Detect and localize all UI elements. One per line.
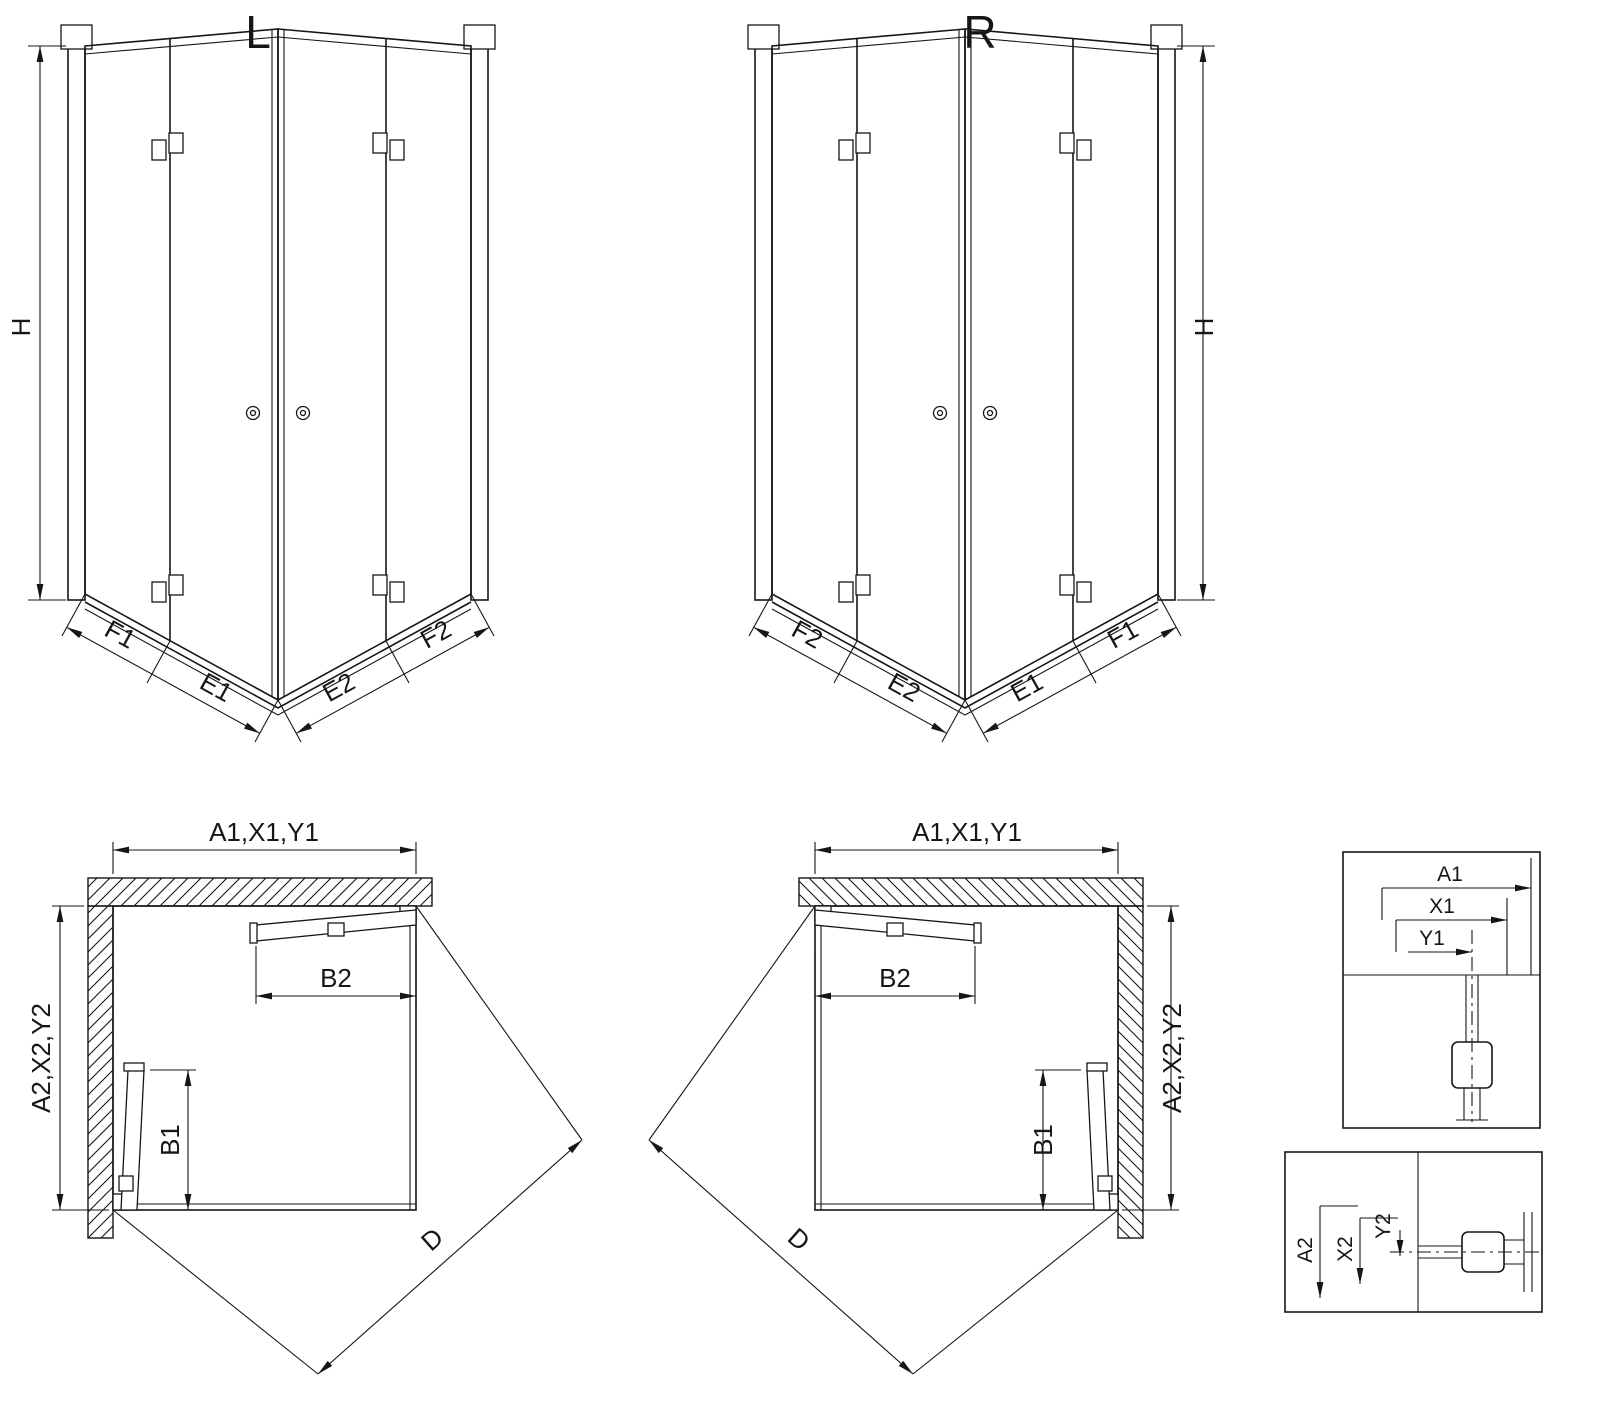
dim-label-x1-detail: X1 [1429,895,1455,918]
dim-label-a1-detail: A1 [1437,863,1463,886]
dim-label-depth-left: A2,X2,Y2 [26,1003,56,1113]
plan-view-right: A1,X1,Y1 A2,X2,Y2 B2 B1 D [649,817,1187,1374]
detail-view-horizontal: A1 X1 Y1 [1342,851,1541,1129]
dim-label-b1-right: B1 [1028,1124,1058,1156]
dim-label-b2-left: B2 [320,963,352,993]
plan-drawing-left [52,842,582,1374]
dim-label-x2-detail: X2 [1334,1236,1357,1262]
plan-view-left: A1,X1,Y1 A2,X2,Y2 B2 B1 D [26,817,582,1374]
perspective-view-left: L H F1 E1 E2 F2 [6,6,495,742]
dim-label-y2-detail: Y2 [1372,1213,1395,1239]
dim-label-height-left: H [6,318,36,337]
dim-label-b2-right: B2 [879,963,911,993]
dim-label-height-right: H [1189,318,1219,337]
dim-label-depth-right: A2,X2,Y2 [1157,1003,1187,1113]
detail-box-horizontal [1342,851,1541,1129]
detail-box-vertical [1284,1151,1543,1313]
dim-label-b1-left: B1 [155,1124,185,1156]
view-label-right: R [963,6,996,58]
dim-label-d-right: D [782,1222,816,1257]
dim-label-width-left: A1,X1,Y1 [209,817,319,847]
detail-view-vertical: A2 X2 Y2 [1284,1151,1543,1313]
dim-label-width-right: A1,X1,Y1 [912,817,1022,847]
perspective-view-right: R H F2 E2 E1 F1 [748,6,1219,742]
dim-label-y1-detail: Y1 [1419,927,1445,950]
dim-label-a2-detail: A2 [1294,1237,1317,1263]
view-label-left: L [245,6,271,58]
dim-label-d-left: D [415,1222,449,1257]
plan-drawing-right [649,842,1179,1374]
